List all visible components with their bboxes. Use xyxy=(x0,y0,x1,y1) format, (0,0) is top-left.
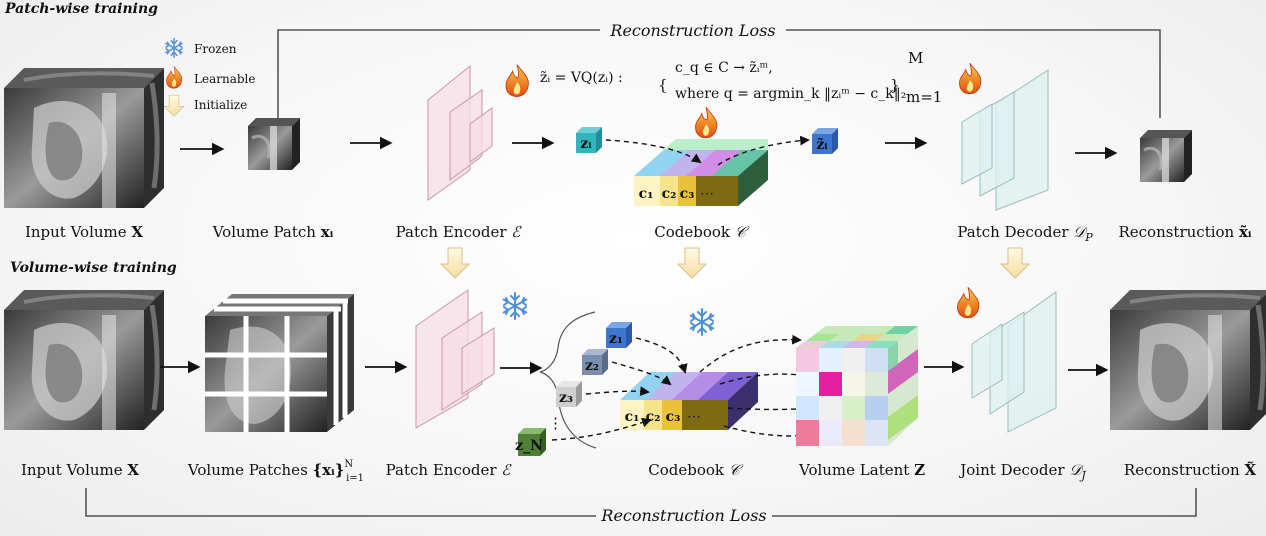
reconstruction-volume-cube xyxy=(1110,290,1266,430)
codebook-bottom-code-1: c₁ xyxy=(625,409,640,425)
flame-icon xyxy=(166,66,183,89)
patch-decoder-top xyxy=(961,69,1049,211)
flame-icon xyxy=(694,106,718,139)
label-volume-latent: Volume Latent Z xyxy=(798,461,925,479)
legend-initialize-label: Initialize xyxy=(194,98,247,112)
label-input-volume-bottom: Input Volume X xyxy=(21,461,139,479)
formula-line1: c_q ∈ C → z̃ᵢᵐ, xyxy=(675,60,773,76)
section-title-patch-wise: Patch-wise training xyxy=(4,1,158,17)
z-token-3-label: z₃ xyxy=(559,390,573,406)
flame-icon xyxy=(505,64,529,98)
z-token-top xyxy=(576,127,602,153)
legend-frozen-label: Frozen xyxy=(194,42,237,56)
codebook-top-code-3: c₃ xyxy=(680,186,695,202)
formula-lhs: z̃ᵢ = VQ(zᵢ) : xyxy=(540,70,623,86)
volume-patches-grid-cube xyxy=(205,294,354,432)
section-title-volume-wise: Volume-wise training xyxy=(10,260,177,276)
volume-latent-cube xyxy=(796,326,918,446)
label-patch-decoder: Patch Decoder 𝒟P xyxy=(957,223,1093,244)
formula-sub: m=1 xyxy=(906,88,942,106)
label-reconstruction-bottom: Reconstruction X̃ xyxy=(1124,461,1257,479)
label-codebook-bottom: Codebook 𝒞 xyxy=(648,461,744,479)
codebook-top-code-1: c₁ xyxy=(639,186,654,202)
reconstruction-patch-cube xyxy=(1138,128,1194,184)
z-token-n-label: z_N xyxy=(515,438,543,454)
token-group-brace xyxy=(539,311,597,449)
down-arrow-icon xyxy=(1000,247,1030,279)
patch-encoder-top xyxy=(427,64,493,201)
down-arrow-icon xyxy=(677,247,707,279)
input-volume-cube-bottom xyxy=(4,290,164,430)
ztilde-token-top xyxy=(812,128,838,154)
volume-patch-cube xyxy=(246,116,302,172)
down-arrow-icon xyxy=(163,94,185,117)
dashed-z-to-codebook-top xyxy=(605,139,702,164)
ztilde-token-top-label: z̃ᵢ xyxy=(816,136,828,153)
codebook-top-code-2: c₂ xyxy=(662,186,677,202)
label-volume-patch: Volume Patch xᵢ xyxy=(212,223,334,241)
codebook-bottom-code-3: c₃ xyxy=(666,409,681,425)
snowflake-icon xyxy=(502,292,528,320)
joint-decoder xyxy=(971,291,1057,433)
formula-sup: M xyxy=(908,49,923,67)
z-token-n xyxy=(518,428,546,456)
top-reconstruction-loss-label: Reconstruction Loss xyxy=(609,21,775,40)
label-patch-encoder-bottom: Patch Encoder ℰ xyxy=(386,461,513,479)
formula-brace-close: } xyxy=(890,76,900,94)
z-token-1-label: z₁ xyxy=(609,331,623,347)
legend-learnable-label: Learnable xyxy=(194,72,255,86)
codebook-bottom xyxy=(620,372,758,430)
z-token-2-label: z₂ xyxy=(585,358,599,374)
label-codebook-top: Codebook 𝒞 xyxy=(654,223,750,241)
top-loss-bracket xyxy=(277,29,1161,130)
bottom-reconstruction-loss-label: Reconstruction Loss xyxy=(600,506,766,525)
snowflake-icon xyxy=(165,37,183,59)
label-input-volume-top: Input Volume X xyxy=(25,223,143,241)
token-ellipsis: ⋮ xyxy=(548,414,563,432)
dashed-codebook-to-ztilde-top xyxy=(717,135,810,166)
z-token-2 xyxy=(582,349,608,375)
codebook-bottom-code-2: c₂ xyxy=(646,409,661,425)
formula-line2: where q = argmin_k ‖zᵢᵐ − c_k‖₂ xyxy=(675,86,906,102)
flame-icon xyxy=(956,286,980,319)
flame-icon xyxy=(958,62,982,95)
label-reconstruction-top: Reconstruction x̃ᵢ xyxy=(1118,223,1251,241)
snowflake-icon xyxy=(689,308,715,336)
z-token-1 xyxy=(606,322,632,348)
bottom-loss-bracket xyxy=(85,488,1197,517)
label-patch-encoder-top: Patch Encoder ℰ xyxy=(396,223,523,241)
z-token-3 xyxy=(556,381,582,407)
down-arrow-icon xyxy=(440,247,470,279)
legend: Frozen Learnable Initialize xyxy=(163,37,255,117)
label-joint-decoder: Joint Decoder 𝒟J xyxy=(958,461,1086,482)
input-volume-cube-top xyxy=(4,68,164,208)
vq-formula: z̃ᵢ = VQ(zᵢ) : { c_q ∈ C → z̃ᵢᵐ, where q… xyxy=(540,49,942,106)
z-token-top-label: zᵢ xyxy=(580,136,592,152)
formula-brace-open: { xyxy=(658,76,668,94)
patch-encoder-bottom xyxy=(415,289,495,429)
codebook-top-code-dots: ⋯ xyxy=(700,186,714,202)
codebook-bottom-code-dots: ⋯ xyxy=(687,409,701,425)
